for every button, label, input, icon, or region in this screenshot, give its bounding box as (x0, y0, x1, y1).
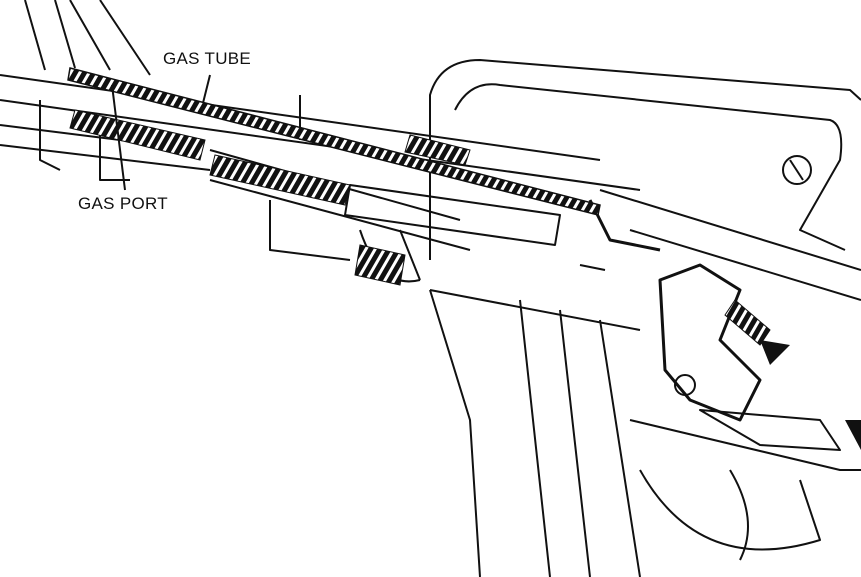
gas-port-label: GAS PORT (78, 194, 168, 213)
magazine (429, 289, 591, 577)
front-sight (24, 0, 151, 76)
gas-tube-label: GAS TUBE (163, 49, 252, 68)
carry-handle (429, 59, 861, 260)
gas-tube (67, 67, 601, 216)
gas-flow-arrow-icon (579, 264, 606, 271)
trigger-guard (629, 419, 861, 551)
gas-tube-leader (202, 74, 211, 104)
trigger (699, 409, 841, 451)
hammer (658, 263, 762, 422)
gas-port-leader (111, 84, 126, 191)
arrow-down-icon (760, 340, 790, 365)
arrow-down-icon (845, 420, 861, 450)
buffer-spring (69, 109, 771, 346)
bolt-carrier (344, 184, 561, 246)
